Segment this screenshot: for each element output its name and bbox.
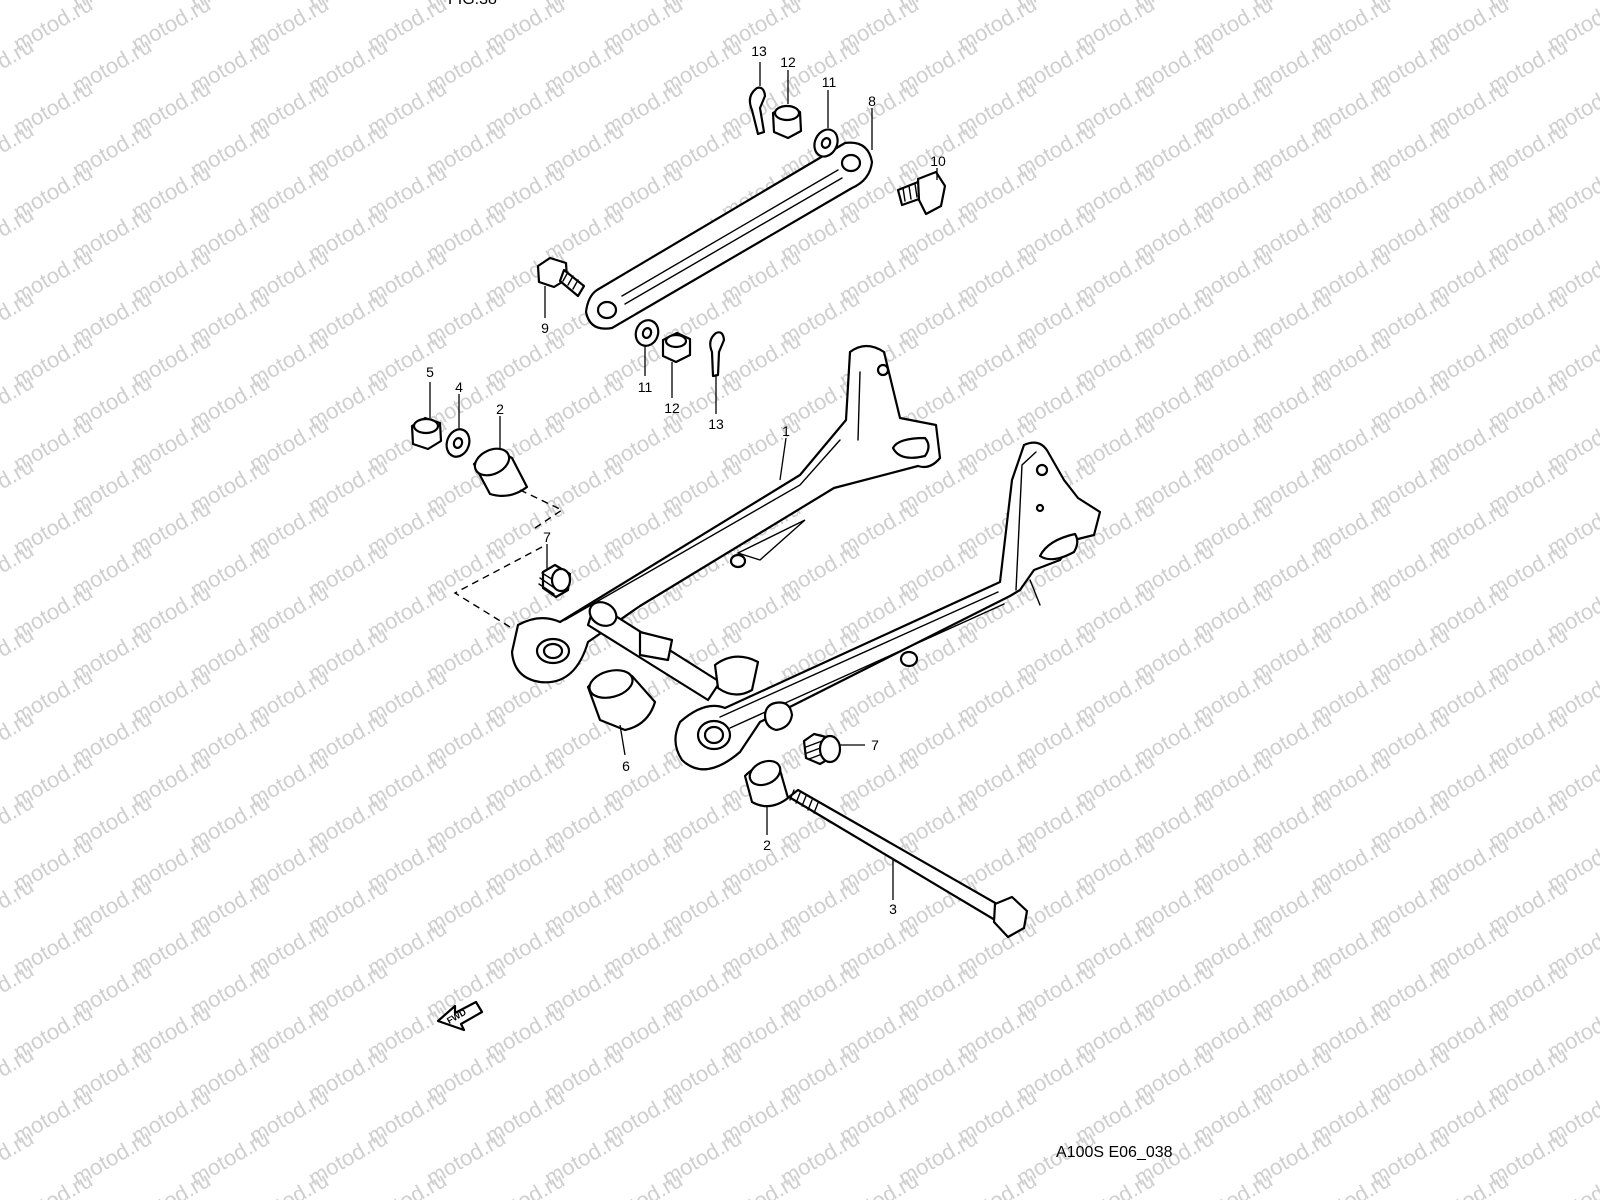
callout-numbers: 13 12 11 8 10 9 11 12 13 5 4 2 1 7 6 7 2…	[426, 43, 946, 917]
callout-9: 9	[541, 320, 549, 336]
callout-2-top: 2	[496, 401, 504, 417]
watermark-text: motod.ru	[481, 1167, 569, 1200]
callout-13-top: 13	[751, 43, 767, 59]
part-12-nut-lower	[661, 331, 692, 364]
figure-title-clipped: FIG.38	[448, 0, 497, 8]
part-10-bolt	[896, 170, 947, 216]
watermark-text: motod.ru	[1543, 1167, 1600, 1200]
watermark-text: motod.ru	[1189, 1167, 1277, 1200]
callout-2-lower: 2	[763, 837, 771, 853]
callout-11-top: 11	[822, 74, 837, 90]
fwd-arrow-icon: FWD	[436, 1000, 484, 1032]
callout-5: 5	[426, 364, 434, 380]
part-12-nut-top	[771, 104, 803, 140]
callout-7-top: 7	[543, 529, 551, 545]
watermark-text: motod.ru	[835, 1167, 923, 1200]
part-11-washer-top	[813, 128, 839, 158]
part-8-link-rod	[584, 141, 874, 330]
assembly-guide-lines	[453, 489, 564, 628]
callout-10: 10	[930, 153, 946, 169]
part-1-frame-assembly	[510, 344, 1102, 771]
watermark-text: motod.ru	[0, 0, 38, 14]
part-13-cotter-pin-lower	[709, 331, 726, 378]
callout-12-top: 12	[780, 54, 796, 70]
part-11-washer-lower	[634, 319, 660, 347]
callout-11-lower: 11	[638, 379, 653, 395]
part-6-bushing	[586, 669, 657, 732]
drawing-code: A100S E06_038	[1056, 1144, 1173, 1161]
watermark-text: motod.ru	[717, 1167, 805, 1200]
part-9-bolt	[536, 256, 586, 298]
callout-4: 4	[455, 379, 463, 395]
part-2-bushing-lower	[743, 759, 790, 808]
watermark-text: motod.ru	[127, 1167, 215, 1200]
part-5-nut	[410, 416, 443, 451]
callout-8: 8	[868, 93, 876, 109]
part-3-long-bolt	[787, 788, 1029, 939]
part-4-washer	[445, 428, 471, 458]
watermark-text: motod.ru	[363, 1167, 451, 1200]
callout-7-lower: 7	[871, 737, 879, 753]
part-13-cotter-pin-top	[748, 86, 767, 136]
callout-3: 3	[889, 901, 897, 917]
part-2-bushing-top	[472, 447, 529, 497]
callout-1: 1	[782, 423, 790, 439]
callout-13-lower: 13	[708, 416, 724, 432]
leader-lines	[429, 62, 938, 900]
watermark-text: motod.ru	[1071, 1167, 1159, 1200]
watermark-text: motod.ru	[1425, 1167, 1513, 1200]
part-7-plug-top	[538, 563, 572, 599]
watermark-text: motod.ru	[953, 1167, 1041, 1200]
watermark-text: motod.ru	[599, 1167, 687, 1200]
part-7-plug-lower	[802, 732, 842, 766]
callout-6: 6	[622, 758, 630, 774]
watermark-text: motod.ru	[1307, 1167, 1395, 1200]
watermark-text: motod.ru	[245, 1167, 333, 1200]
callout-12-lower: 12	[664, 400, 680, 416]
watermark-text: motod.ru	[9, 1167, 97, 1200]
